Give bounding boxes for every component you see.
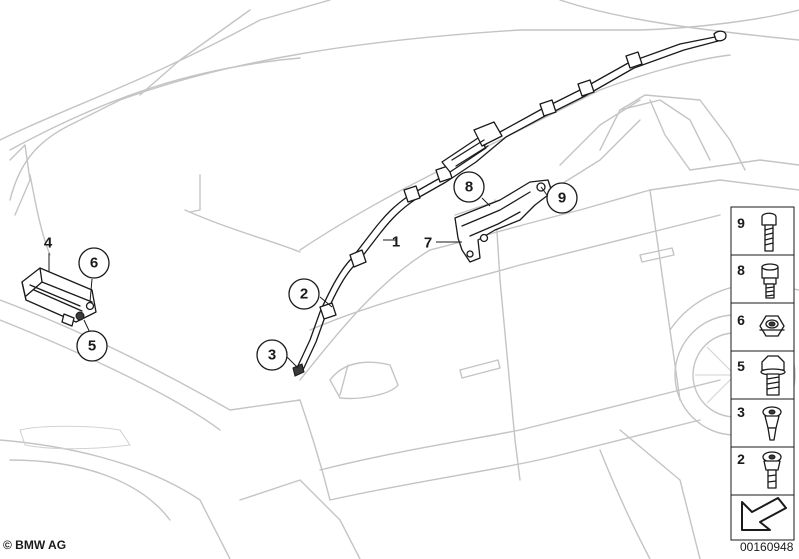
legend-number-2: 2 [737, 451, 745, 467]
legend-row-9: 9 [730, 206, 795, 256]
callout-8: 8 [453, 171, 485, 203]
legend-number-5: 5 [737, 358, 745, 374]
callout-7: 7 [424, 235, 432, 252]
callout-1: 1 [392, 234, 400, 251]
legend-row-8: 8 [730, 254, 795, 304]
callout-4-label: 4 [44, 235, 53, 252]
bolt-icon [761, 212, 777, 252]
callout-9: 9 [546, 182, 578, 214]
clip-nut-icon [762, 451, 782, 489]
legend-row-2: 2 [730, 446, 795, 496]
screw-icon [761, 263, 779, 299]
callout-2: 2 [288, 278, 320, 310]
callout-1-label: 1 [392, 234, 400, 251]
legend-row-5: 5 [730, 350, 795, 400]
passenger-airbag-module [21, 267, 97, 327]
callout-4: 4 [44, 235, 53, 252]
callout-3-label: 3 [268, 347, 276, 364]
legend-number-9: 9 [737, 215, 745, 231]
legend-row-6: 6 [730, 302, 795, 352]
callout-8-label: 8 [465, 179, 473, 196]
diagram-id: 00160948 [740, 540, 794, 554]
callout-3: 3 [256, 339, 288, 371]
callout-7-label: 7 [424, 235, 432, 252]
clip-icon [762, 406, 782, 441]
legend-number-3: 3 [737, 404, 745, 420]
callout-6-label: 6 [90, 255, 98, 272]
direction-arrow-icon [741, 497, 787, 531]
callout-9-label: 9 [558, 190, 566, 207]
leader-lines [48, 186, 548, 369]
copyright-text: © BMW AG [3, 538, 66, 552]
curtain-airbag [292, 30, 727, 377]
legend-number-6: 6 [737, 312, 745, 328]
legend-number-8: 8 [737, 262, 745, 278]
callout-5: 5 [76, 330, 108, 362]
callout-5-label: 5 [88, 338, 96, 355]
callout-6: 6 [78, 247, 110, 279]
callout-2-label: 2 [300, 286, 308, 303]
nut-icon [759, 315, 785, 337]
fastener-legend: 9 8 6 [730, 206, 795, 541]
legend-row-arrow [730, 494, 795, 541]
hex-bolt-icon [760, 355, 786, 396]
legend-row-3: 3 [730, 398, 795, 448]
